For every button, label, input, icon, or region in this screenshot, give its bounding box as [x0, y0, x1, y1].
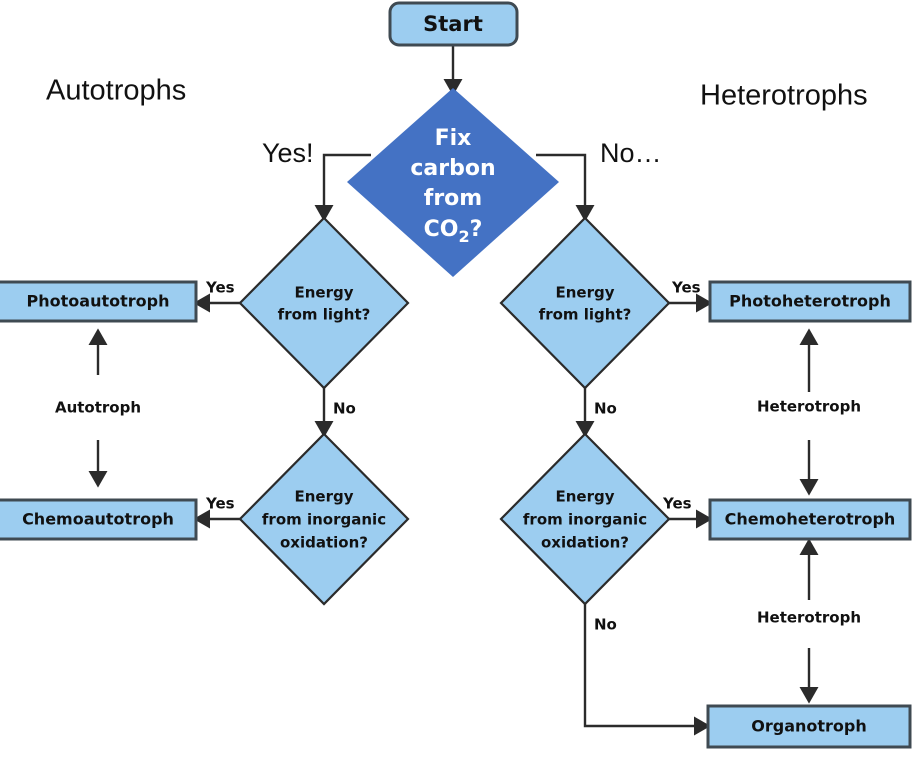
left-light-line-2: from light?: [278, 306, 371, 324]
left-inorg-line-3: oxidation?: [280, 534, 368, 552]
chemoautotroph-label: Chemoautotroph: [22, 510, 174, 529]
node-left-energy-from-inorganic[interactable]: Energy from inorganic oxidation?: [238, 432, 410, 606]
node-chemoautotroph[interactable]: Chemoautotroph: [0, 498, 198, 541]
edge-label-right-inorg-yes: Yes: [662, 495, 692, 513]
root-sub: 2: [458, 227, 469, 246]
node-fix-carbon-decision[interactable]: Fix carbon from CO2?: [347, 88, 559, 277]
root-line-4: CO2?: [424, 217, 483, 246]
left-inorg-line-1: Energy: [294, 488, 353, 506]
edge-label-right-light-yes: Yes: [671, 279, 701, 297]
node-left-energy-from-light[interactable]: Energy from light?: [238, 216, 410, 390]
root-qmark: ?: [470, 217, 483, 242]
edge-label-left-inorg-yes: Yes: [205, 495, 235, 513]
node-right-energy-from-inorganic[interactable]: Energy from inorganic oxidation?: [499, 432, 671, 606]
node-photoautotroph[interactable]: Photoautotroph: [0, 280, 198, 323]
edge-label-right-inorg-no: No: [594, 616, 617, 634]
heading-autotrophs: Autotrophs: [46, 75, 186, 107]
root-line-3: from: [424, 186, 482, 211]
branch-label-yes: Yes!: [262, 138, 314, 168]
left-inorg-line-2: from inorganic: [262, 511, 386, 529]
chemoheterotroph-label: Chemoheterotroph: [725, 510, 896, 529]
edge-label-left-light-yes: Yes: [205, 279, 235, 297]
edge-label-right-light-no: No: [594, 400, 617, 418]
annotation-heterotroph-lower: Heterotroph: [757, 609, 861, 627]
right-inorg-line-2: from inorganic: [523, 511, 647, 529]
node-start-label: Start: [423, 12, 483, 36]
node-start[interactable]: Start: [388, 1, 519, 47]
photoheterotroph-label: Photoheterotroph: [729, 292, 891, 311]
node-right-energy-from-light[interactable]: Energy from light?: [499, 216, 671, 390]
annotation-heterotroph-upper: Heterotroph: [757, 398, 861, 416]
root-line-1: Fix: [435, 126, 472, 151]
right-inorg-line-3: oxidation?: [541, 534, 629, 552]
organotroph-label: Organotroph: [751, 717, 867, 736]
node-photoheterotroph[interactable]: Photoheterotroph: [708, 280, 912, 323]
edge-label-left-light-no: No: [333, 400, 356, 418]
branch-label-no: No…: [600, 138, 662, 168]
photoautotroph-label: Photoautotroph: [27, 292, 170, 311]
node-chemoheterotroph[interactable]: Chemoheterotroph: [708, 498, 912, 541]
edge-root-to-right-light: [536, 153, 595, 222]
root-co: CO: [424, 217, 459, 242]
right-light-line-2: from light?: [539, 306, 632, 324]
edge-root-to-left-light: [314, 153, 371, 222]
left-light-line-1: Energy: [294, 284, 353, 302]
root-line-2: carbon: [410, 156, 495, 181]
edge-right-inorg-no: [583, 604, 711, 736]
annotation-autotroph: Autotroph: [55, 399, 141, 417]
right-inorg-line-1: Energy: [555, 488, 614, 506]
right-light-line-1: Energy: [555, 284, 614, 302]
heading-heterotrophs: Heterotrophs: [700, 80, 868, 112]
node-organotroph[interactable]: Organotroph: [706, 704, 912, 749]
